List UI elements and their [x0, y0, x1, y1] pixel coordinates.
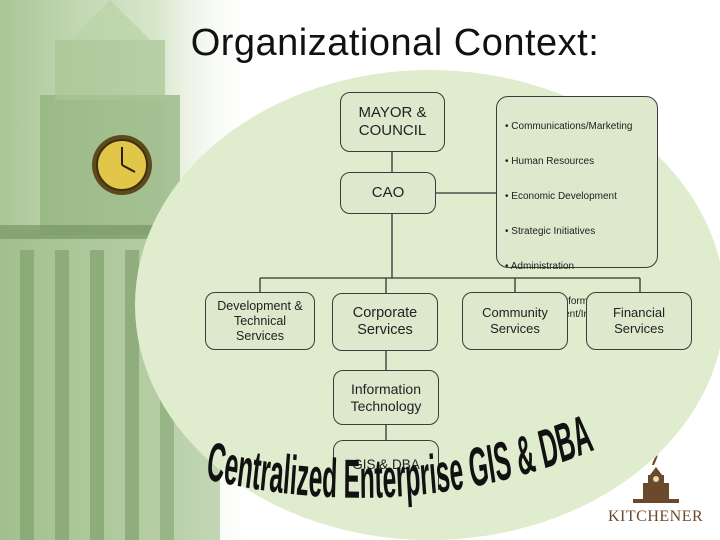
community-services-box: Community Services	[462, 292, 568, 350]
staff-function-item: • Strategic Initiatives	[505, 226, 596, 237]
staff-function-item: • Economic Development	[505, 191, 617, 202]
staff-functions-box: • Communications/Marketing • Human Resou…	[496, 96, 658, 320]
kitchener-logo-text: KITCHENER	[608, 508, 704, 525]
cao-box: CAO	[340, 172, 436, 214]
staff-function-item: • Communications/Marketing	[505, 121, 633, 132]
staff-function-item: • Human Resources	[505, 156, 595, 167]
staff-function-item: • Administration	[505, 261, 575, 272]
development-technical-services-box: Development & Technical Services	[205, 292, 315, 350]
information-technology-box: Information Technology	[333, 370, 439, 425]
mayor-council-box: MAYOR & COUNCIL	[340, 92, 445, 152]
gis-dba-box: GIS & DBA	[333, 440, 439, 490]
slide-title: Organizational Context:	[190, 22, 600, 64]
kitchener-logo-icon	[633, 455, 679, 503]
corporate-services-box: Corporate Services	[332, 293, 438, 351]
financial-services-box: Financial Services	[586, 292, 692, 350]
